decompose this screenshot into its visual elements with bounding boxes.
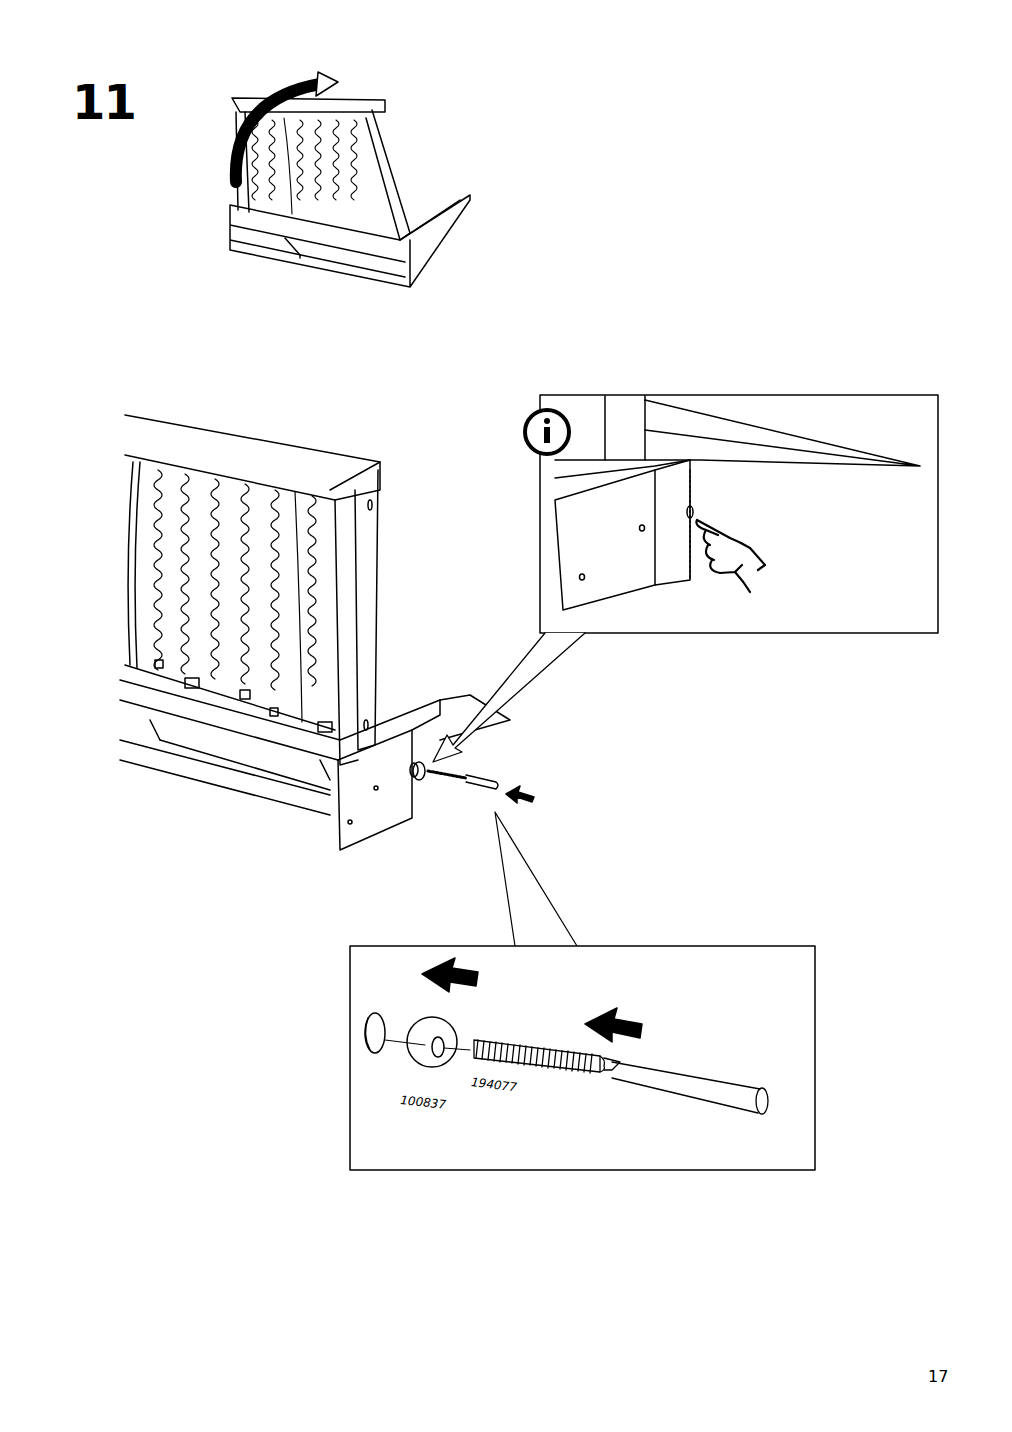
info-detail: [525, 395, 938, 633]
zoom-detail: [350, 812, 815, 1170]
step-overview: [230, 72, 470, 287]
main-illustration: [120, 415, 534, 850]
step-number: 11: [72, 78, 135, 126]
page-number: 17: [928, 1369, 948, 1385]
leader-arrow: [433, 633, 585, 762]
